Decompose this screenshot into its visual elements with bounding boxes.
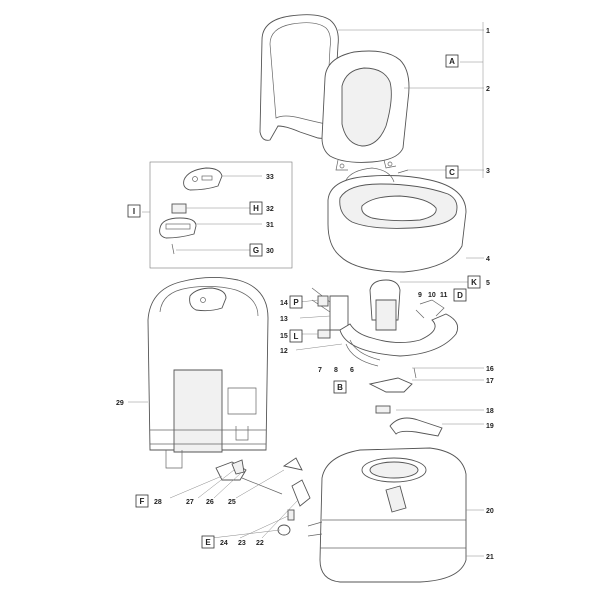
part-29-housing	[147, 277, 269, 469]
letter-box-b: B	[333, 380, 347, 394]
callout-16: 16	[486, 366, 494, 373]
svg-text:L: L	[294, 332, 299, 341]
part-12-tube	[339, 313, 459, 357]
letter-box-p: P	[289, 295, 303, 309]
callout-1: 1	[486, 28, 490, 35]
part-13-bracket	[311, 287, 349, 331]
letter-box-h: H	[249, 201, 263, 215]
callout-17: 17	[486, 378, 494, 385]
part-26-27-latch	[231, 459, 245, 475]
letter-box-g: G	[249, 243, 263, 257]
callout-12: 12	[280, 348, 288, 355]
callout-28: 28	[154, 499, 162, 506]
letter-box-k: K	[467, 275, 481, 289]
callout-2: 2	[486, 86, 490, 93]
callout-15: 15	[280, 333, 288, 340]
kit-group-box	[149, 161, 293, 269]
letter-box-i: I	[127, 204, 141, 218]
part-6-7-8-hoses	[345, 339, 381, 367]
callout-6: 6	[350, 367, 354, 374]
svg-text:D: D	[457, 291, 463, 300]
callout-23: 23	[238, 540, 246, 547]
svg-text:H: H	[253, 204, 259, 213]
callout-30: 30	[266, 248, 274, 255]
callout-9: 9	[418, 292, 422, 299]
svg-text:P: P	[293, 298, 299, 307]
callout-22: 22	[256, 540, 264, 547]
letter-box-e: E	[201, 535, 215, 549]
letter-box-a: A	[445, 54, 459, 68]
part-30-rod	[171, 243, 175, 255]
callout-7: 7	[318, 367, 322, 374]
callout-5: 5	[486, 280, 490, 287]
part-20-21-waste-tank	[307, 447, 467, 583]
callout-25: 25	[228, 499, 236, 506]
part-25-spring-rod	[241, 457, 303, 495]
part-numbers: 1 2 3 4 5 6 7 8 9 10 11 12 13 14 15 16 1…	[116, 28, 494, 561]
callout-29: 29	[116, 400, 124, 407]
part-33-gauge-cover	[183, 167, 223, 191]
svg-text:B: B	[337, 383, 343, 392]
part-19-slide-plate	[389, 417, 443, 437]
part-2-seat-lid	[321, 50, 410, 171]
svg-text:K: K	[471, 278, 477, 287]
callout-31: 31	[266, 222, 274, 229]
part-5-valve-housing	[369, 279, 401, 331]
callout-4: 4	[486, 256, 490, 263]
callout-33: 33	[266, 174, 274, 181]
callout-8: 8	[334, 367, 338, 374]
svg-text:A: A	[449, 57, 455, 66]
letter-box-l: L	[289, 329, 303, 343]
callout-13: 13	[280, 316, 288, 323]
part-17-plate	[368, 377, 413, 393]
part-4-seat-ring	[327, 167, 467, 273]
part-9-10-11-fittings	[415, 299, 445, 319]
part-22-23-24-pump-parts	[277, 479, 311, 536]
letter-box-f: F	[135, 494, 149, 508]
part-14-clip	[317, 295, 329, 307]
part-32-button	[171, 203, 187, 214]
callout-24: 24	[220, 540, 228, 547]
part-18-seal	[375, 405, 391, 414]
letter-box-d: D	[453, 288, 467, 302]
callout-32: 32	[266, 206, 274, 213]
callout-27: 27	[186, 499, 194, 506]
svg-text:F: F	[140, 497, 145, 506]
letter-box-c: C	[445, 165, 459, 179]
leader-lines	[128, 22, 484, 557]
svg-text:I: I	[133, 207, 135, 216]
part-15-connector	[317, 329, 331, 339]
callout-3: 3	[486, 168, 490, 175]
svg-text:G: G	[253, 246, 259, 255]
callout-14: 14	[280, 300, 288, 307]
svg-text:C: C	[449, 168, 455, 177]
callout-21: 21	[486, 554, 494, 561]
callout-10: 10	[428, 292, 436, 299]
svg-text:E: E	[205, 538, 211, 547]
part-31-indicator	[159, 217, 197, 239]
part-3-pin	[397, 169, 409, 174]
callout-19: 19	[486, 423, 494, 430]
callout-11: 11	[440, 292, 448, 299]
callout-20: 20	[486, 508, 494, 515]
part-16-screw	[413, 367, 417, 379]
callout-26: 26	[206, 499, 214, 506]
callout-18: 18	[486, 408, 494, 415]
